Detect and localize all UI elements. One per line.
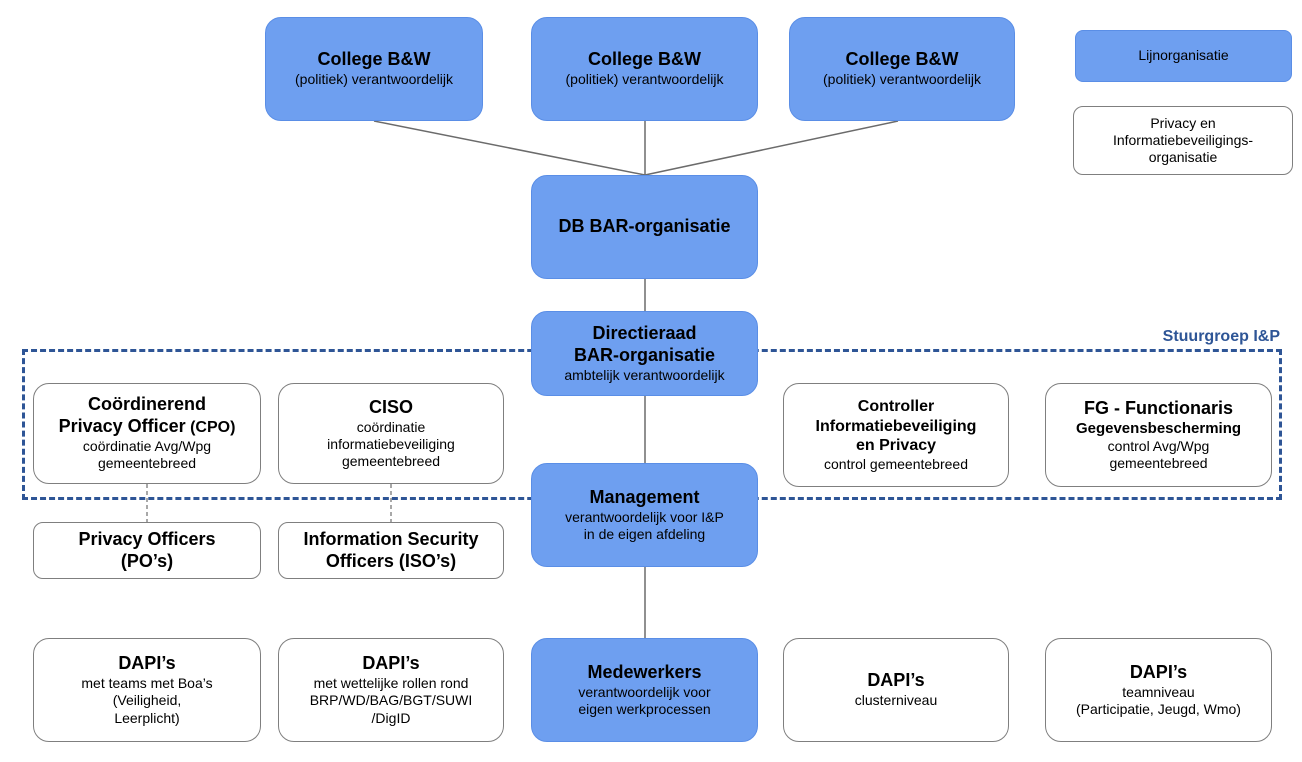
dapi-line: (Veiligheid, — [112, 692, 182, 709]
dapi-box-team: DAPI’s teamniveau (Participatie, Jeugd, … — [1045, 638, 1272, 742]
fg-sub1: control Avg/Wpg — [1107, 438, 1210, 455]
po-title1: Privacy Officers — [78, 528, 216, 549]
college-sub: (politiek) verantwoordelijk — [823, 71, 981, 88]
dapi-line: met wettelijke rollen rond — [313, 675, 469, 692]
management-sub1: verantwoordelijk voor I&P — [565, 508, 724, 525]
college-sub: (politiek) verantwoordelijk — [565, 71, 724, 88]
db-bar-organisatie-box: DB BAR-organisatie — [531, 175, 758, 279]
dapi-title: DAPI’s — [362, 653, 420, 674]
directieraad-title1: Directieraad — [592, 323, 697, 343]
iso-title2: Officers (ISO’s) — [325, 550, 457, 571]
stuurgroep-label: Stuurgroep I&P — [1162, 328, 1280, 345]
dapi-line: Leerplicht) — [114, 709, 180, 726]
connector-college3-db — [644, 120, 899, 176]
fg-sub2: gemeentebreed — [1109, 455, 1208, 472]
dapi-line: (Participatie, Jeugd, Wmo) — [1076, 700, 1241, 717]
ciso-sub3: gemeentebreed — [341, 453, 441, 470]
fg-title2: Gegevensbescherming — [1075, 419, 1242, 437]
college-title: College B&W — [317, 49, 431, 70]
iso-box: Information Security Officers (ISO’s) — [278, 522, 504, 579]
cpo-title2b: (CPO) — [185, 419, 236, 437]
po-title2: (PO’s) — [120, 550, 174, 571]
legend-privacy-line2: Informatiebeveiligings- — [1112, 131, 1254, 148]
db-title: DB BAR-organisatie — [558, 216, 731, 237]
management-title: Management — [589, 486, 700, 507]
privacy-officers-box: Privacy Officers (PO’s) — [33, 522, 261, 579]
legend-privacy-organisation: Privacy en Informatiebeveiligings- organ… — [1073, 106, 1293, 175]
iso-title1: Information Security — [303, 528, 479, 549]
management-sub2: in de eigen afdeling — [583, 525, 706, 542]
controller-sub: control gemeentebreed — [824, 455, 968, 472]
college-title: College B&W — [587, 49, 701, 70]
ciso-title: CISO — [368, 396, 413, 417]
directieraad-sub: ambtelijk verantwoordelijk — [564, 366, 725, 383]
controller-title1: Controller — [857, 398, 935, 416]
controller-title2: Informatiebeveiliging — [815, 417, 977, 435]
legend-privacy-line1: Privacy en — [1150, 114, 1216, 131]
ciso-sub1: coördinatie — [356, 418, 426, 435]
college-box-1: College B&W (politiek) verantwoordelijk — [265, 17, 483, 121]
cpo-title1: Coördinerend — [87, 394, 206, 415]
college-box-3: College B&W (politiek) verantwoordelijk — [789, 17, 1015, 121]
dapi-line: teamniveau — [1122, 683, 1195, 700]
connector-college1-db — [373, 120, 646, 176]
directieraad-title2: BAR-organisatie — [573, 344, 716, 365]
directieraad-box: Directieraad BAR-organisatie ambtelijk v… — [531, 311, 758, 396]
management-box: Management verantwoordelijk voor I&P in … — [531, 463, 758, 567]
medewerkers-sub1: verantwoordelijk voor — [578, 683, 711, 700]
college-box-2: College B&W (politiek) verantwoordelijk — [531, 17, 758, 121]
ciso-box: CISO coördinatie informatiebeveiliging g… — [278, 383, 504, 484]
cpo-title2: Privacy Officer (CPO) — [59, 416, 236, 438]
college-sub: (politiek) verantwoordelijk — [295, 71, 453, 88]
legend-privacy-line3: organisatie — [1148, 149, 1218, 166]
college-title: College B&W — [845, 49, 959, 70]
legend-line-label: Lijnorganisatie — [1138, 47, 1229, 64]
controller-box: Controller Informatiebeveiliging en Priv… — [783, 383, 1009, 487]
dapi-title: DAPI’s — [1129, 661, 1188, 682]
cpo-title2a: Privacy Officer — [58, 416, 186, 437]
cpo-sub2: gemeentebreed — [97, 455, 197, 472]
cpo-sub1: coördinatie Avg/Wpg — [82, 438, 212, 455]
dapi-line: BRP/WD/BAG/BGT/SUWI — [309, 692, 473, 709]
controller-title3: en Privacy — [855, 437, 937, 455]
legend-line-organisation: Lijnorganisatie — [1075, 30, 1292, 82]
cpo-box: Coördinerend Privacy Officer (CPO) coörd… — [33, 383, 261, 484]
dapi-box-wettelijk: DAPI’s met wettelijke rollen rond BRP/WD… — [278, 638, 504, 742]
dapi-title: DAPI’s — [118, 653, 176, 674]
dapi-line: /DigID — [371, 709, 411, 726]
medewerkers-sub2: eigen werkprocessen — [578, 700, 711, 717]
dapi-line: met teams met Boa’s — [81, 675, 213, 692]
dapi-line: clusterniveau — [854, 692, 938, 709]
fg-title: FG - Functionaris — [1083, 397, 1233, 418]
medewerkers-title: Medewerkers — [587, 661, 702, 682]
dapi-box-boa: DAPI’s met teams met Boa’s (Veiligheid, … — [33, 638, 261, 742]
dapi-box-cluster: DAPI’s clusterniveau — [783, 638, 1009, 742]
medewerkers-box: Medewerkers verantwoordelijk voor eigen … — [531, 638, 758, 742]
fg-box: FG - Functionaris Gegevensbescherming co… — [1045, 383, 1272, 487]
ciso-sub2: informatiebeveiliging — [327, 435, 455, 452]
dapi-title: DAPI’s — [867, 670, 925, 691]
